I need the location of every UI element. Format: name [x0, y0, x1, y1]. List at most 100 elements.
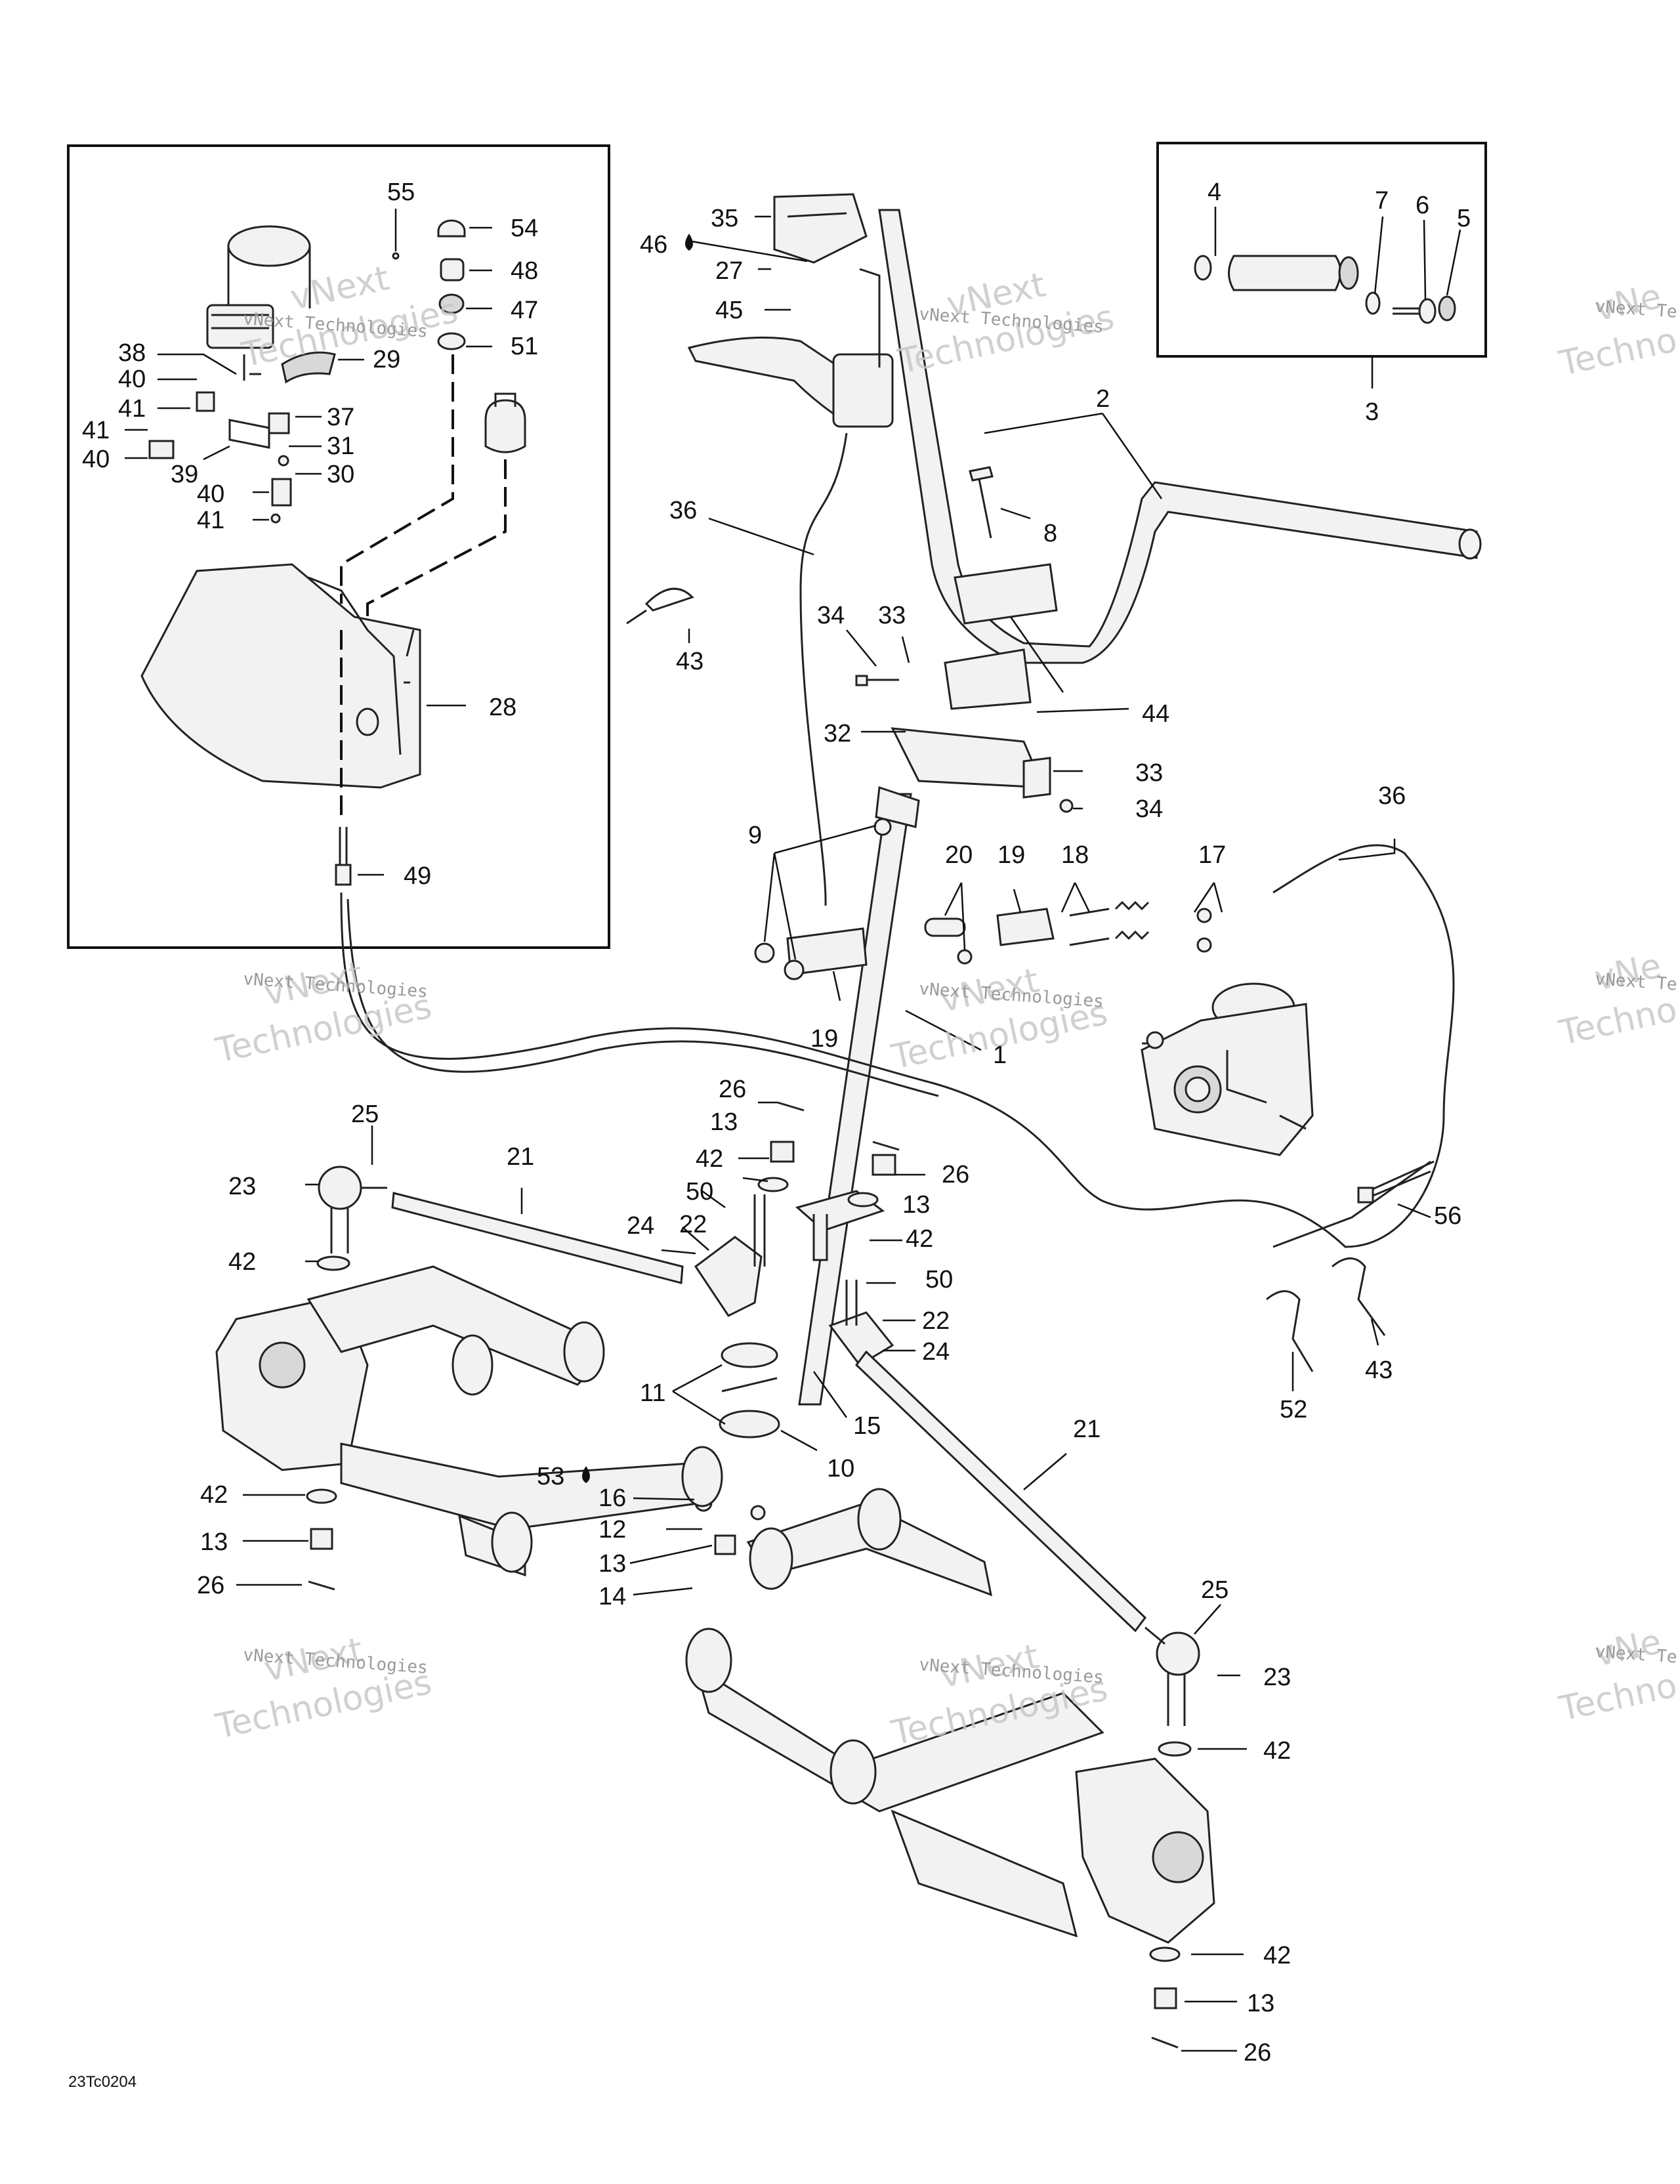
callout-51: 51	[511, 333, 538, 360]
svg-text:Techno: Techno	[1555, 990, 1680, 1053]
callout-26a: 26	[719, 1076, 746, 1103]
callout-56: 56	[1434, 1202, 1461, 1230]
callout-26d: 26	[1244, 2039, 1271, 2067]
callout-18: 18	[1061, 841, 1089, 869]
callout-43a: 43	[676, 648, 704, 675]
callout-44: 44	[1142, 700, 1169, 728]
watermark-partial: vNe Techno	[1555, 277, 1680, 384]
callout-41a: 41	[118, 395, 146, 423]
callout-37: 37	[327, 404, 354, 431]
callout-43b: 43	[1365, 1356, 1393, 1384]
svg-text:Techno: Techno	[1555, 1666, 1680, 1729]
suspension	[215, 1265, 1215, 1944]
cable-ties	[626, 587, 1435, 1372]
callout-42a: 42	[696, 1145, 723, 1173]
callout-15: 15	[853, 1412, 881, 1440]
callout-45: 45	[715, 297, 743, 324]
inset-box-throttle-housing	[67, 144, 610, 949]
callout-39: 39	[171, 461, 198, 488]
drop-icon	[685, 234, 693, 251]
callout-28: 28	[489, 694, 516, 721]
grip-parts	[1194, 255, 1456, 324]
callout-16: 16	[598, 1484, 626, 1512]
callout-30: 30	[327, 461, 354, 488]
callout-47: 47	[511, 297, 538, 324]
callout-42e: 42	[1263, 1737, 1291, 1765]
drop-icon	[582, 1466, 590, 1483]
callout-41b: 41	[82, 417, 110, 444]
drawing-code: 23Tc0204	[68, 2073, 136, 2091]
callout-40a: 40	[118, 366, 146, 393]
callout-2: 2	[1096, 385, 1110, 413]
callout-24b: 24	[922, 1338, 950, 1366]
callout-34b: 34	[1135, 795, 1163, 823]
callout-36a: 36	[669, 497, 697, 524]
callout-33b: 33	[1135, 759, 1163, 787]
watermark: vNext Technologies	[212, 1630, 435, 1747]
handlebar-assembly	[687, 193, 1482, 813]
callout-20: 20	[945, 841, 973, 869]
inset-box-grip	[1156, 142, 1487, 358]
callout-55: 55	[387, 178, 415, 206]
callout-27: 27	[715, 257, 743, 285]
callout-17: 17	[1198, 841, 1226, 869]
callout-42f: 42	[1263, 1942, 1291, 1969]
steering-column	[694, 786, 1212, 1555]
callout-42c: 42	[228, 1248, 256, 1276]
callout-54: 54	[511, 215, 538, 242]
callout-12: 12	[598, 1516, 626, 1544]
watermark-partial: vNe Techno	[1555, 1622, 1680, 1729]
callout-48: 48	[511, 257, 538, 285]
callout-46: 46	[640, 231, 667, 259]
callout-13d: 13	[200, 1528, 228, 1556]
callout-33a: 33	[878, 602, 906, 629]
callout-22b: 22	[922, 1307, 950, 1335]
callout-25a: 25	[351, 1101, 379, 1128]
callout-8: 8	[1043, 520, 1057, 547]
callout-53: 53	[537, 1463, 564, 1490]
lubricant-drops	[582, 234, 693, 1483]
callout-7: 7	[1375, 187, 1389, 215]
callout-1: 1	[993, 1041, 1007, 1069]
callout-19a: 19	[998, 841, 1025, 869]
callout-14: 14	[598, 1583, 626, 1610]
callout-3: 3	[1365, 398, 1379, 426]
callout-26c: 26	[197, 1572, 224, 1599]
callout-19b: 19	[810, 1025, 838, 1053]
carburetor	[1141, 982, 1314, 1156]
throttle-housing-parts	[140, 219, 526, 886]
callout-4: 4	[1208, 178, 1221, 206]
callout-36b: 36	[1378, 782, 1406, 810]
callout-23b: 23	[1263, 1664, 1291, 1691]
tie-rods	[306, 1101, 1200, 2049]
callout-24a: 24	[627, 1212, 654, 1240]
leader-lines	[125, 207, 1461, 2052]
callout-22a: 22	[679, 1211, 707, 1238]
callout-50b: 50	[925, 1266, 953, 1293]
callout-42d: 42	[200, 1481, 228, 1509]
callout-13a: 13	[710, 1108, 738, 1136]
watermark-partial: vNe Techno	[1555, 946, 1680, 1053]
svg-text:Techno: Techno	[1555, 320, 1680, 384]
callout-38: 38	[118, 339, 146, 367]
callout-9: 9	[748, 822, 762, 849]
callout-34a: 34	[817, 602, 845, 629]
callout-32: 32	[824, 720, 851, 747]
callout-21b: 21	[1073, 1416, 1101, 1443]
callout-10: 10	[827, 1455, 854, 1482]
callout-29: 29	[373, 346, 400, 373]
callout-40b: 40	[82, 446, 110, 473]
callout-11: 11	[640, 1379, 665, 1407]
callout-25b: 25	[1201, 1576, 1228, 1604]
callout-26b: 26	[942, 1161, 969, 1188]
callout-49: 49	[404, 862, 431, 890]
callout-31: 31	[327, 432, 354, 460]
callout-13e: 13	[1247, 1990, 1274, 2017]
callout-23a: 23	[228, 1173, 256, 1200]
callout-35: 35	[711, 205, 738, 232]
callout-21a: 21	[507, 1143, 534, 1171]
callout-13b: 13	[902, 1191, 930, 1219]
